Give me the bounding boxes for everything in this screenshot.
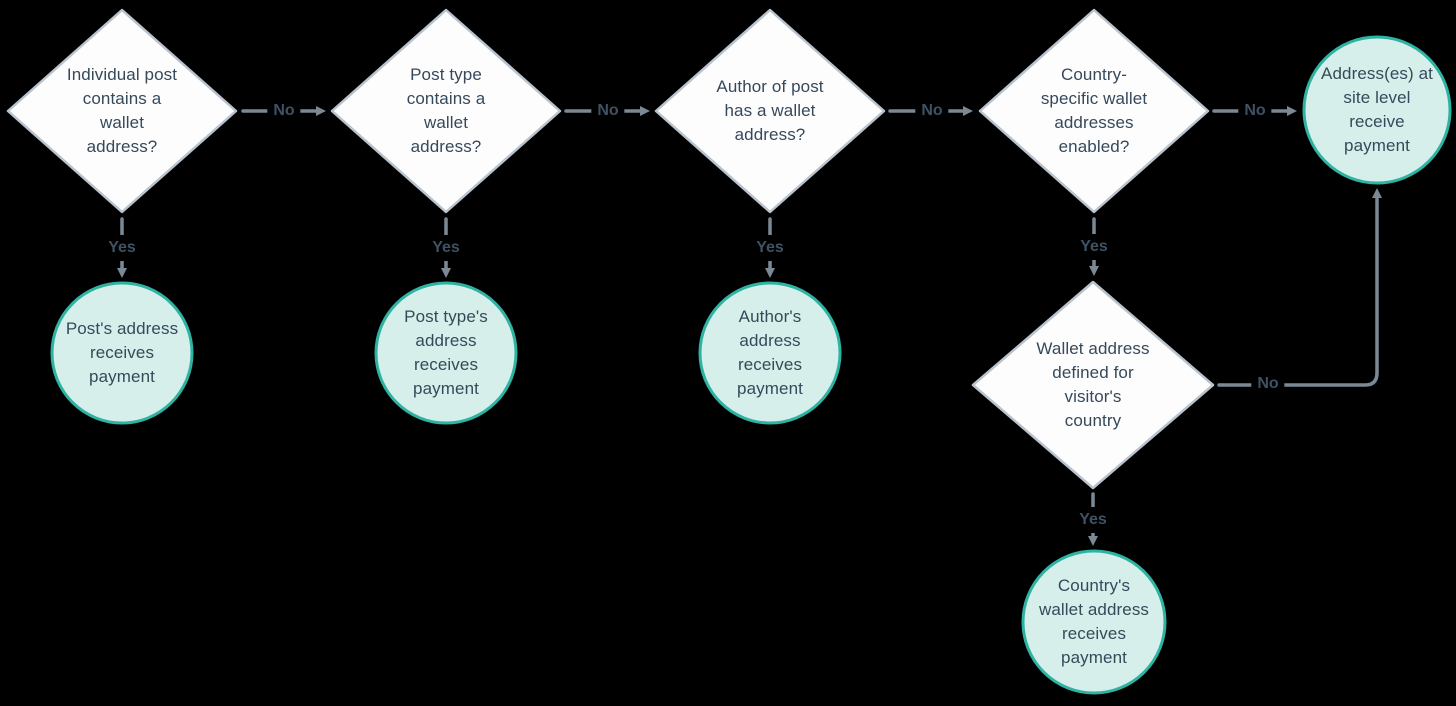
decision-diamond-individual-post bbox=[6, 8, 238, 214]
decision-diamond-post-type bbox=[330, 8, 562, 214]
edge-no-country-defined-to-site-level bbox=[1217, 188, 1382, 387]
decision-diamond-author bbox=[654, 8, 886, 214]
outcome-circle-post-type-address bbox=[374, 281, 518, 425]
outcome-circle-country-address bbox=[1021, 549, 1167, 695]
outcome-circle-author-address bbox=[698, 281, 842, 425]
outcome-circle-post-address bbox=[50, 281, 194, 425]
decision-diamond-country-defined bbox=[971, 280, 1215, 490]
outcome-circle-site-level-address bbox=[1302, 35, 1452, 185]
decision-diamond-country-enabled bbox=[978, 8, 1210, 214]
